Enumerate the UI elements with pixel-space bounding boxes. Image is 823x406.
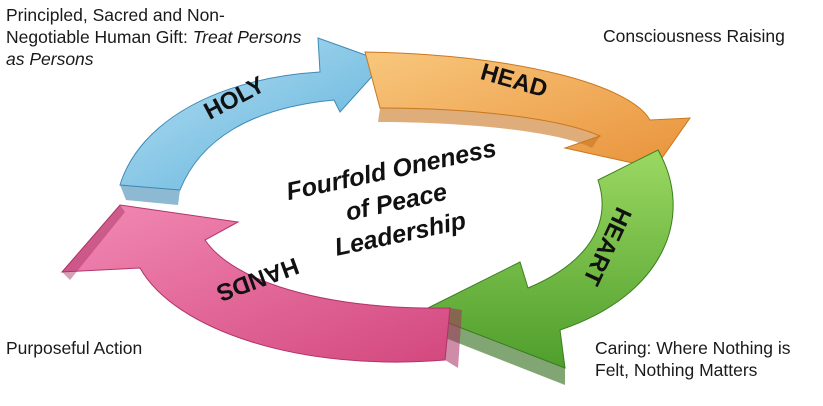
heart-arrow (418, 149, 674, 369)
holy-arrow (119, 37, 386, 191)
holy-description-plain: Principled, Sacred and Non-Negotiable Hu… (6, 5, 225, 47)
hands-arrow (60, 204, 451, 363)
hands-description: Purposeful Action (6, 338, 143, 358)
heart-description: Caring: Where Nothing is Felt, Nothing M… (595, 338, 791, 380)
holy-description: Principled, Sacred and Non-Negotiable Hu… (6, 4, 306, 70)
holy-description-italic: Treat Persons as Persons (6, 27, 302, 69)
head-description: Consciousness Raising (603, 26, 785, 46)
